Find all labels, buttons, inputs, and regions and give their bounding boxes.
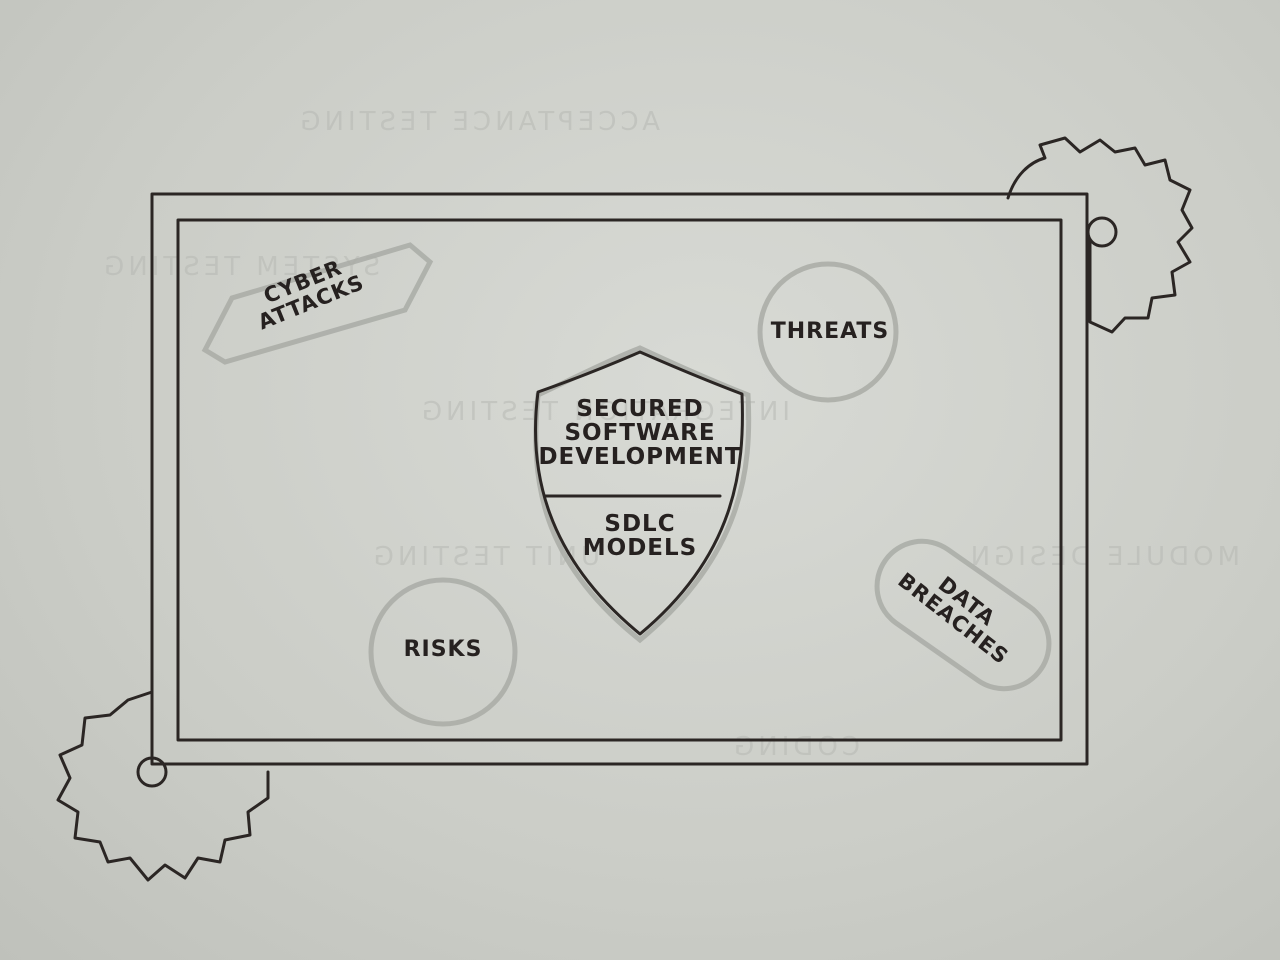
svg-text:ACCEPTANCE TESTING: ACCEPTANCE TESTING: [296, 107, 660, 137]
svg-text:INTEGRATION TESTING: INTEGRATION TESTING: [418, 397, 790, 427]
gear-top-right-hole: [1086, 216, 1118, 248]
shield-halo: [533, 345, 752, 644]
cyber-attacks-hexagon: [201, 242, 434, 365]
gear-bottom-left-icon: [56, 690, 270, 882]
threats-circle: [757, 261, 899, 403]
inner-frame: [176, 218, 1063, 742]
outer-frame: [150, 192, 1089, 766]
risks-label: RISKS: [403, 637, 483, 662]
shield-icon: [533, 350, 744, 636]
center-title: SECURED SOFTWARE DEVELOPMENT: [538, 396, 742, 471]
threats-label: THREATS: [770, 319, 890, 344]
gear-top-right-icon: [1006, 136, 1194, 334]
risks-circle: [368, 577, 518, 727]
svg-text:CODING: CODING: [730, 732, 860, 762]
data-breaches-pill: [874, 538, 1052, 692]
center-subtitle: SDLC MODELS: [582, 511, 698, 562]
svg-text:MODULE DESIGN: MODULE DESIGN: [967, 542, 1240, 572]
